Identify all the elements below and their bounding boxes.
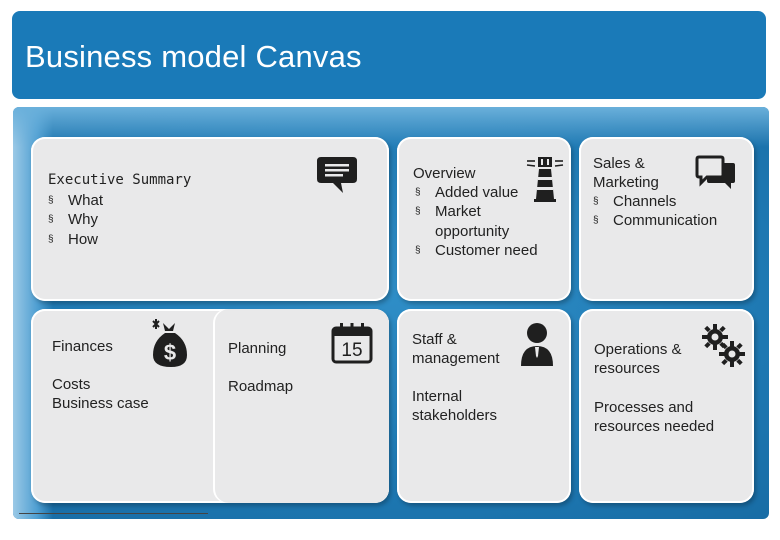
operations-line2: resources needed — [594, 418, 715, 435]
operations-line1: Processes and — [594, 399, 694, 416]
staff-line2: stakeholders — [412, 407, 498, 424]
list-item: §Added value — [415, 184, 519, 201]
finances-line2: Business case — [52, 395, 149, 412]
money-bag-icon: $ — [152, 319, 187, 367]
svg-text:$: $ — [164, 340, 176, 365]
planning-title: Planning — [228, 340, 287, 357]
chat-bubbles-icon — [695, 155, 735, 189]
planning-line1: Roadmap — [228, 378, 294, 395]
lighthouse-icon — [526, 157, 564, 202]
list-item: §Market — [415, 203, 481, 221]
operations-title-line1: Operations & — [594, 341, 682, 358]
list-item: §What — [48, 192, 104, 209]
list-item: §Why — [48, 211, 98, 229]
finances-line1: Costs — [52, 376, 91, 393]
card-staff-management: Staff & management Internal stakeholders — [397, 309, 571, 503]
overview-title: Overview — [413, 165, 476, 182]
list-item: §Channels — [593, 193, 677, 210]
header-banner: Business model Canvas — [12, 11, 766, 99]
executive-summary-list: §What §Why §How — [48, 191, 103, 249]
list-item: §Customer need — [415, 241, 538, 259]
executive-summary-title: Executive Summary — [48, 172, 192, 188]
sales-list: §Channels §Communication — [593, 192, 717, 231]
calendar-day: 15 — [341, 340, 362, 361]
staff-title-line2: management — [412, 350, 500, 367]
card-operations-resources: Operations & resources Processes and res… — [579, 309, 754, 503]
sales-title-line1: Sales & — [593, 155, 645, 172]
page-title: Business model Canvas — [25, 39, 362, 74]
card-finances-planning: Finances Costs Business case $ Planning … — [31, 309, 389, 503]
overview-list: §Added value §Market opportunity §Custom… — [415, 183, 538, 260]
operations-title-line2: resources — [594, 360, 660, 377]
speech-bubble-icon — [317, 157, 357, 193]
finances-title: Finances — [52, 338, 113, 355]
staff-line1: Internal — [412, 388, 463, 405]
card-sales-marketing: Sales & Marketing §Channels §Communicati… — [579, 137, 754, 301]
staff-title-line1: Staff & — [412, 331, 457, 348]
card-overview: Overview §Added value §Market opportunit… — [397, 137, 571, 301]
list-item: §Communication — [593, 212, 718, 230]
calendar-icon: 15 — [331, 323, 373, 364]
card-executive-summary: Executive Summary §What §Why §How — [31, 137, 389, 301]
person-icon — [521, 323, 553, 366]
sales-title-line2: Marketing — [593, 174, 659, 191]
list-item: §How — [48, 230, 99, 248]
list-item: opportunity — [435, 222, 510, 240]
footer-divider — [19, 513, 208, 514]
gears-icon — [702, 324, 745, 367]
